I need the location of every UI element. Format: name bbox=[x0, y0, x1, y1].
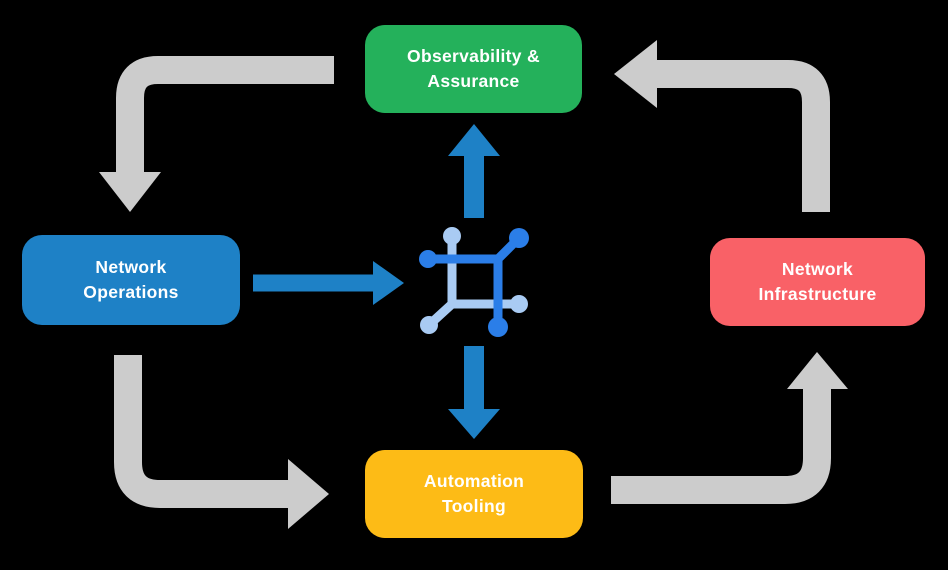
arrow-shaft bbox=[657, 60, 830, 212]
icon-light-node bbox=[443, 227, 461, 245]
arrow-head bbox=[99, 172, 161, 212]
arrow-shaft bbox=[114, 355, 288, 508]
flow-arrow-automation-to-infrastructure bbox=[611, 352, 848, 504]
arrow-icon-to-observability bbox=[448, 124, 500, 218]
node-label: Observability & Assurance bbox=[407, 46, 540, 91]
icon-light-node bbox=[510, 295, 528, 313]
icon-dark-node bbox=[509, 228, 529, 248]
node-label: Network Infrastructure bbox=[758, 259, 877, 304]
flow-arrow-observability-to-operations bbox=[99, 56, 334, 212]
node-observability: Observability & Assurance bbox=[365, 25, 582, 113]
node-automation: Automation Tooling bbox=[365, 450, 583, 538]
node-label: Automation Tooling bbox=[423, 471, 525, 516]
flow-arrow-infrastructure-to-observability bbox=[614, 40, 830, 212]
arrow-shaft bbox=[611, 389, 831, 504]
arrow-head bbox=[448, 409, 500, 439]
icon-dark-node bbox=[419, 250, 437, 268]
arrow-icon-to-automation bbox=[448, 346, 500, 439]
arrow-head bbox=[288, 459, 329, 529]
icon-light-node bbox=[420, 316, 438, 334]
arrow-shaft bbox=[116, 56, 334, 173]
icon-dark-node bbox=[488, 317, 508, 337]
node-infrastructure: Network Infrastructure bbox=[710, 238, 925, 326]
flow-arrow-operations-to-automation bbox=[114, 355, 329, 529]
network-automation-icon bbox=[419, 227, 529, 337]
arrow-head bbox=[448, 124, 500, 156]
node-label: Network Operations bbox=[83, 257, 179, 302]
arrow-head bbox=[787, 352, 848, 389]
arrow-operations-to-icon bbox=[253, 261, 404, 305]
arrow-head bbox=[373, 261, 404, 305]
node-operations: Network Operations bbox=[22, 235, 240, 325]
arrow-head bbox=[614, 40, 657, 108]
